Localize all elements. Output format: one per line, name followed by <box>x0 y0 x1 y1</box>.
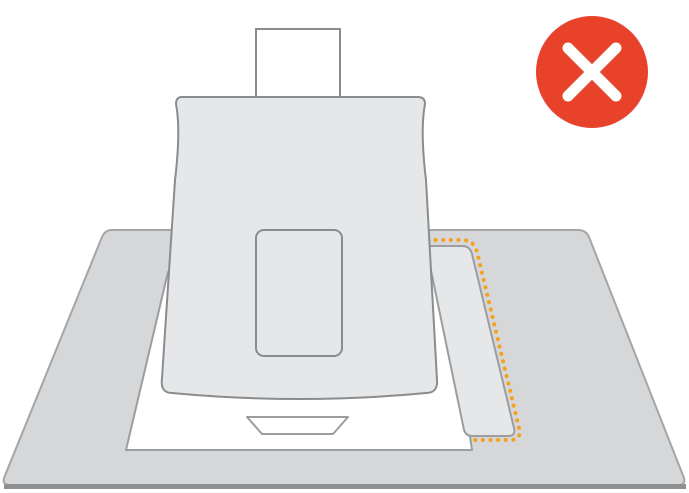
tray-notch <box>247 417 348 434</box>
device-window <box>256 230 342 356</box>
base-mat-edge <box>4 484 686 489</box>
device-top-tab <box>256 29 340 103</box>
incorrect-status-badge <box>536 16 648 128</box>
